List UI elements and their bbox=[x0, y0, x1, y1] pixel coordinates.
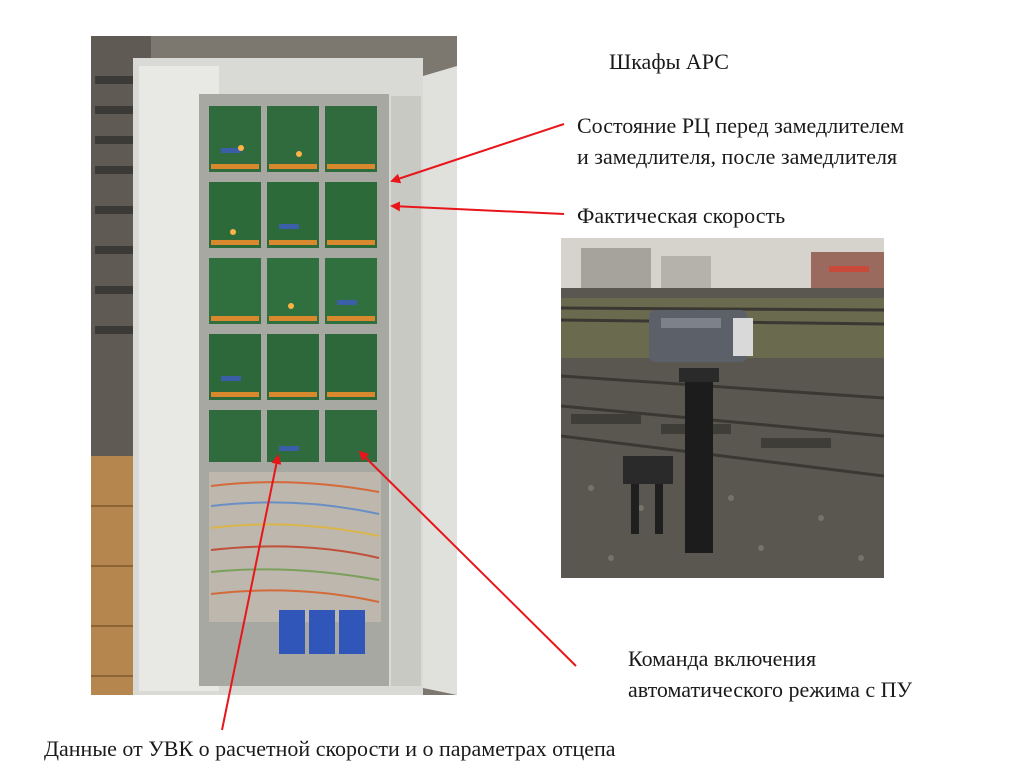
actual-speed-label: Фактическая скорость bbox=[577, 203, 786, 228]
speed-sensor-illustration bbox=[561, 238, 884, 578]
cabinet-illustration bbox=[91, 36, 457, 695]
rc-state-label-line2: и замедлителя, после замедлителя bbox=[577, 144, 898, 169]
speed-sensor-photo bbox=[561, 238, 884, 578]
auto-mode-command-line1: Команда включения bbox=[628, 646, 817, 671]
auto-mode-command-line2: автоматического режима с ПУ bbox=[628, 677, 913, 702]
rc-state-label: Состояние РЦ перед замедлителем и замедл… bbox=[577, 110, 904, 172]
slide-title: Шкафы АРС bbox=[609, 49, 729, 74]
rc-state-label-line1: Состояние РЦ перед замедлителем bbox=[577, 113, 904, 138]
cabinet-photo bbox=[91, 36, 457, 695]
auto-mode-command-label: Команда включения автоматического режима… bbox=[628, 643, 912, 705]
uvk-data-label: Данные от УВК о расчетной скорости и о п… bbox=[44, 736, 616, 761]
